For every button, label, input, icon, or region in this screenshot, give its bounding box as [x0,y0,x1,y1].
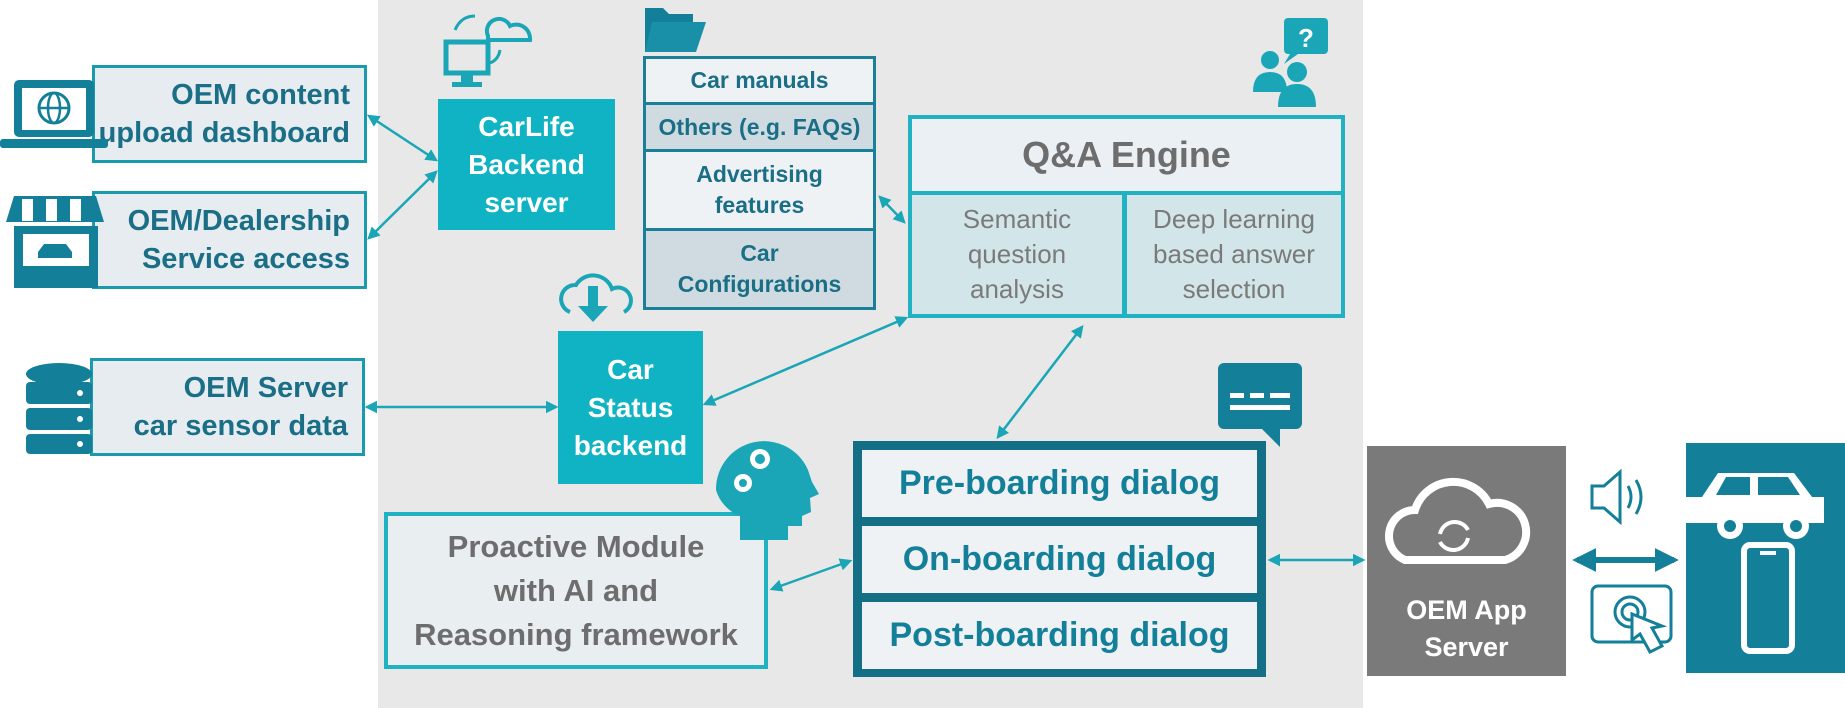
svg-text:?: ? [1298,23,1314,53]
storefront-car-icon [6,196,104,288]
qa-engine-title-text: Q&A Engine [1022,134,1231,175]
car-status-line3: backend [573,429,688,461]
car-manuals-cell: Car manuals [643,56,876,105]
advertising-line2: features [714,192,805,218]
oem-server-line2: car sensor data [133,410,348,442]
semantic-line2: question [967,239,1067,269]
on-boarding-label: On-boarding dialog [902,540,1217,578]
carlife-line1: CarLife [478,110,575,142]
proactive-line1: Proactive Module [447,528,705,564]
others-faqs-cell: Others (e.g. FAQs) [643,102,876,152]
oem-server-line1: OEM Server [183,372,348,404]
car-status-line2: Status [587,391,674,423]
speaker-icon [1590,468,1643,526]
deep-line1: Deep learning [1153,204,1315,234]
carlife-line3: server [484,186,569,218]
others-faqs-label: Others (e.g. FAQs) [658,113,861,140]
advertising-line1: Advertising [696,161,823,187]
car-icon [1686,473,1824,539]
cloud-sync-icon [1385,477,1531,564]
cloud-download-icon [559,273,633,322]
deep-line2: based answer [1153,239,1315,269]
arrow-proactive-dialogs [769,558,853,592]
oem-dealer-line2: Service access [141,243,350,275]
car-status-line1: Car [607,353,654,385]
arrow-carstatus-qa [702,316,909,406]
arrow-dashboard-carlife [366,114,439,162]
oem-dealer-line1: OEM/Dealership [127,205,350,237]
post-boarding-label: Post-boarding dialog [889,616,1230,654]
laptop-globe-icon [0,80,108,148]
pre-boarding-dialog: Pre-boarding dialog [862,450,1257,517]
semantic-line3: analysis [970,274,1064,304]
chat-bubble-icon [1218,363,1302,447]
oem-server-box: OEM Server car sensor data [90,358,365,456]
brain-gears-icon [715,441,819,540]
semantic-line1: Semantic [962,204,1072,234]
arrow-dealer-carlife [367,170,438,240]
oem-app-line1: OEM App [1406,595,1527,625]
deep-line3: selection [1182,274,1286,304]
oem-app-line2: Server [1424,632,1509,662]
proactive-line2: with AI and [493,572,659,608]
oem-content-line1: OEM content [171,79,350,111]
arrow-qa-dialogs [996,325,1084,439]
people-question-icon: ? [1253,18,1328,107]
car-config-line2: Configurations [677,271,842,297]
post-boarding-dialog: Post-boarding dialog [862,602,1257,669]
proactive-line3: Reasoning framework [414,616,738,652]
qa-engine-title: Q&A Engine [912,119,1341,191]
car-manuals-label: Car manuals [690,67,829,93]
advertising-features-cell: Advertising features [643,149,876,231]
database-icon [26,363,92,454]
smartphone-icon [1741,542,1795,654]
pre-boarding-label: Pre-boarding dialog [898,464,1221,502]
on-boarding-dialog: On-boarding dialog [862,526,1257,593]
deep-learning-cell: Deep learning based answer selection [1127,195,1341,314]
oem-content-dashboard-box: OEM content upload dashboard [92,65,367,163]
carlife-line2: Backend [468,148,585,180]
semantic-analysis-cell: Semantic question analysis [912,195,1122,314]
computer-cloud-sync-icon [443,14,533,87]
folder-icon [645,8,706,52]
car-config-line1: Car [740,240,779,266]
touch-screen-icon [1590,584,1673,654]
arrow-stack-qa [878,195,906,224]
oem-content-line2: upload dashboard [98,117,350,149]
